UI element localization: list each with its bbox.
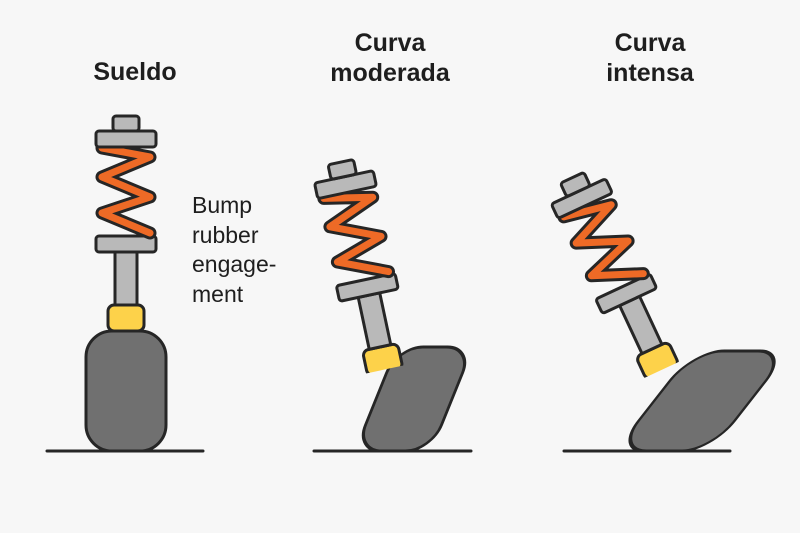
panel-title-intense-curve: Curva intensa — [606, 29, 694, 87]
panel-title-moderate-curve: Curva moderada — [330, 29, 450, 87]
tire-moderate — [361, 345, 467, 453]
panel-intense-curve — [536, 161, 776, 453]
tire-intense — [628, 349, 776, 453]
panel-title-straight: Sueldo — [93, 58, 177, 86]
bump-rubber-annotation: Bump rubber engage- ment — [192, 192, 277, 307]
panel-moderate-curve — [302, 154, 473, 453]
shock-absorber-straight — [86, 116, 166, 451]
panel-straight — [45, 116, 205, 451]
